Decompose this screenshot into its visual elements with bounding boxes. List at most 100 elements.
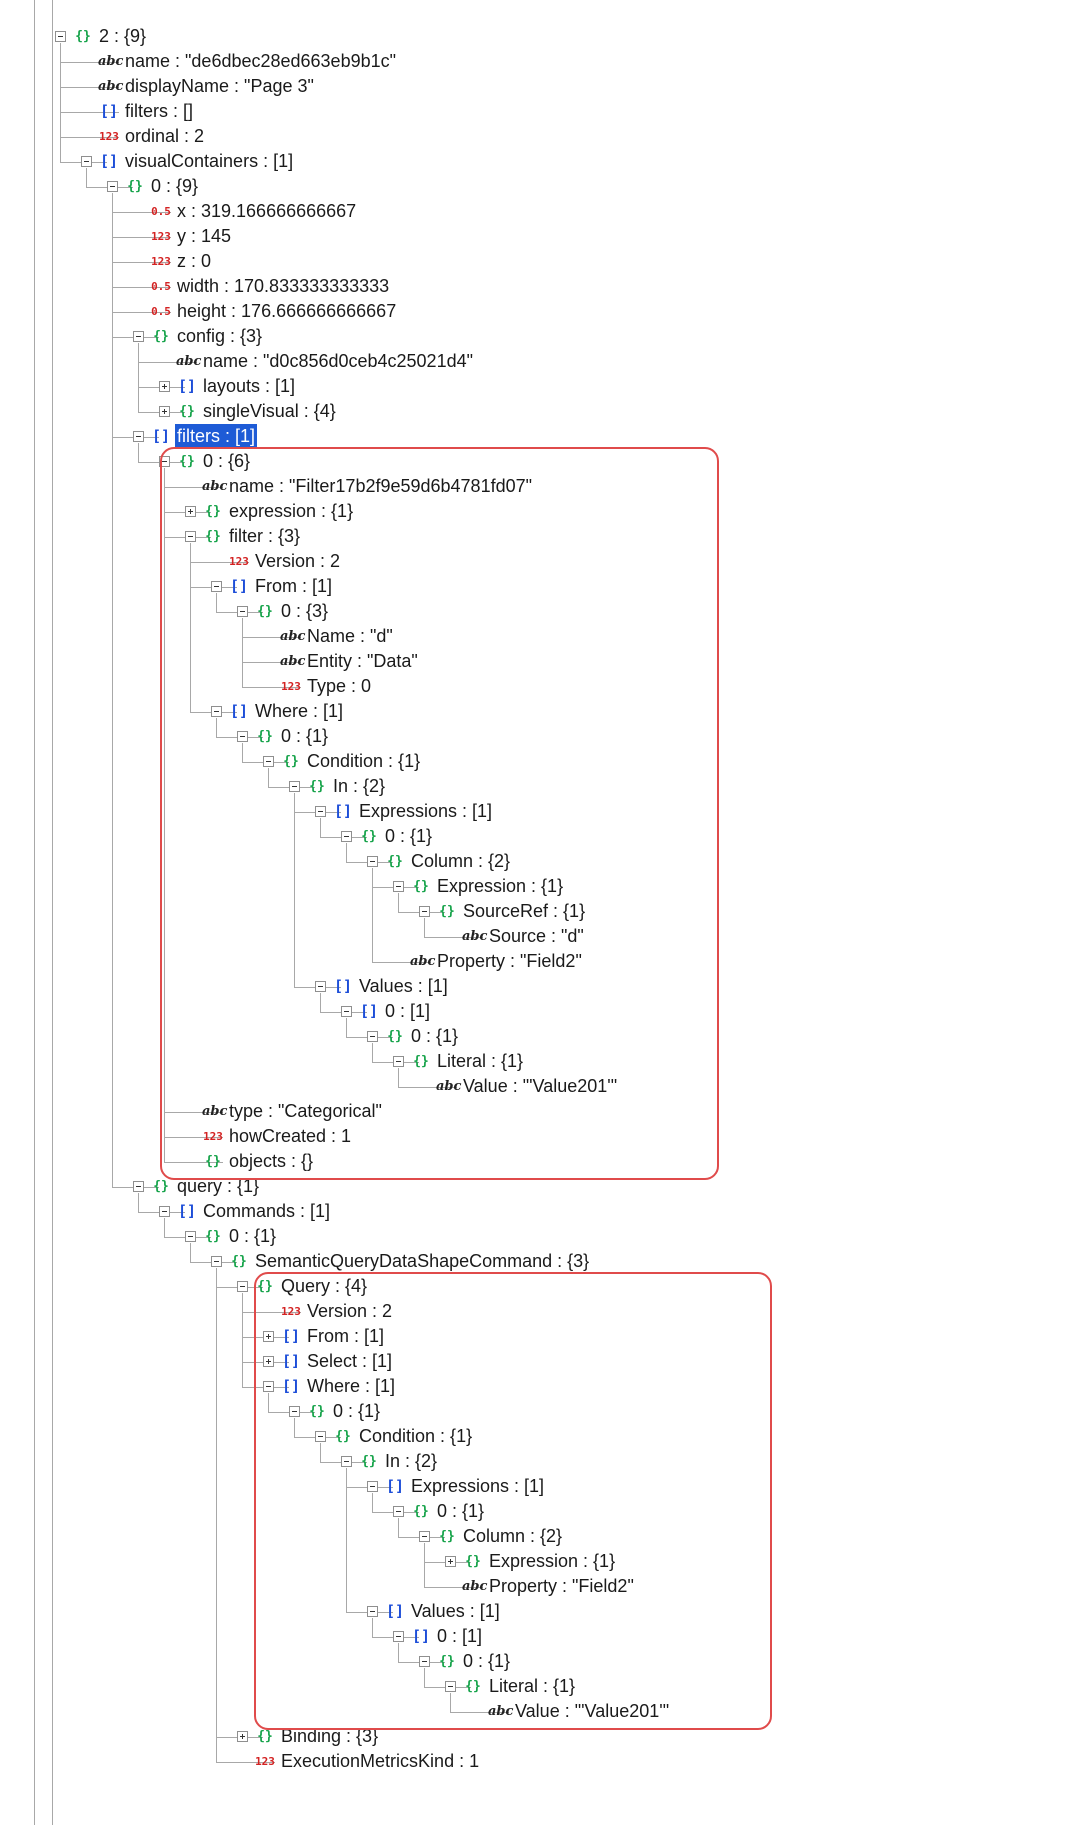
tree-node[interactable]: {}objects : {} [0, 1149, 1060, 1174]
collapse-toggle-icon[interactable] [159, 1206, 170, 1217]
tree-node[interactable]: {}In : {2} [0, 774, 1060, 799]
tree-node[interactable]: {}Column : {2} [0, 849, 1060, 874]
expand-toggle-icon[interactable] [237, 1731, 248, 1742]
tree-node[interactable]: {}2 : {9} [0, 24, 1060, 49]
tree-node[interactable]: []Expressions : [1] [0, 1474, 1060, 1499]
expand-toggle-icon[interactable] [445, 1556, 456, 1567]
tree-node[interactable]: {}SourceRef : {1} [0, 899, 1060, 924]
collapse-toggle-icon[interactable] [211, 581, 222, 592]
tree-node[interactable]: []From : [1] [0, 1324, 1060, 1349]
tree-node[interactable]: {}config : {3} [0, 324, 1060, 349]
collapse-toggle-icon[interactable] [393, 1506, 404, 1517]
tree-node[interactable]: {}0 : {1} [0, 1224, 1060, 1249]
collapse-toggle-icon[interactable] [341, 1006, 352, 1017]
tree-node[interactable]: {}singleVisual : {4} [0, 399, 1060, 424]
collapse-toggle-icon[interactable] [133, 431, 144, 442]
tree-node[interactable]: {}0 : {1} [0, 1399, 1060, 1424]
tree-node[interactable]: {}Binding : {3} [0, 1724, 1060, 1749]
tree-node[interactable]: []Where : [1] [0, 1374, 1060, 1399]
collapse-toggle-icon[interactable] [341, 1456, 352, 1467]
tree-node[interactable]: {}0 : {1} [0, 724, 1060, 749]
tree-node[interactable]: {}0 : {6} [0, 449, 1060, 474]
tree-node[interactable]: {}0 : {1} [0, 1649, 1060, 1674]
collapse-toggle-icon[interactable] [55, 31, 66, 42]
tree-node[interactable]: []0 : [1] [0, 1624, 1060, 1649]
collapse-toggle-icon[interactable] [289, 781, 300, 792]
tree-node[interactable]: {}0 : {1} [0, 1024, 1060, 1049]
tree-node[interactable]: {}Literal : {1} [0, 1049, 1060, 1074]
collapse-toggle-icon[interactable] [419, 1531, 430, 1542]
tree-node[interactable]: []Values : [1] [0, 1599, 1060, 1624]
collapse-toggle-icon[interactable] [133, 331, 144, 342]
collapse-toggle-icon[interactable] [315, 981, 326, 992]
collapse-toggle-icon[interactable] [81, 156, 92, 167]
tree-node[interactable]: {}SemanticQueryDataShapeCommand : {3} [0, 1249, 1060, 1274]
tree-node[interactable]: {}In : {2} [0, 1449, 1060, 1474]
tree-node[interactable]: {}filter : {3} [0, 524, 1060, 549]
collapse-toggle-icon[interactable] [393, 881, 404, 892]
tree-node[interactable]: {}0 : {3} [0, 599, 1060, 624]
collapse-toggle-icon[interactable] [393, 1056, 404, 1067]
tree-node[interactable]: {}Condition : {1} [0, 1424, 1060, 1449]
tree-node[interactable]: []filters : [1] [0, 424, 1060, 449]
collapse-toggle-icon[interactable] [133, 1181, 144, 1192]
tree-node[interactable]: {}Literal : {1} [0, 1674, 1060, 1699]
tree-node[interactable]: {}Expression : {1} [0, 874, 1060, 899]
collapse-toggle-icon[interactable] [185, 1231, 196, 1242]
tree-node[interactable]: []Select : [1] [0, 1349, 1060, 1374]
collapse-toggle-icon[interactable] [367, 1481, 378, 1492]
tree-node[interactable]: []visualContainers : [1] [0, 149, 1060, 174]
tree-node[interactable]: {}Condition : {1} [0, 749, 1060, 774]
expand-toggle-icon[interactable] [263, 1356, 274, 1367]
expand-toggle-icon[interactable] [185, 506, 196, 517]
tree-node[interactable]: []0 : [1] [0, 999, 1060, 1024]
collapse-toggle-icon[interactable] [237, 1281, 248, 1292]
collapse-toggle-icon[interactable] [315, 1431, 326, 1442]
expand-toggle-icon[interactable] [159, 381, 170, 392]
tree-node[interactable]: []Expressions : [1] [0, 799, 1060, 824]
tree-node[interactable]: {}Column : {2} [0, 1524, 1060, 1549]
collapse-toggle-icon[interactable] [211, 706, 222, 717]
tree-node[interactable]: {}Expression : {1} [0, 1549, 1060, 1574]
collapse-toggle-icon[interactable] [107, 181, 118, 192]
expand-toggle-icon[interactable] [263, 1331, 274, 1342]
collapse-toggle-icon[interactable] [367, 1031, 378, 1042]
tree-node[interactable]: {}0 : {1} [0, 1499, 1060, 1524]
tree-node[interactable]: {}0 : {9} [0, 174, 1060, 199]
collapse-toggle-icon[interactable] [185, 531, 196, 542]
tree-node[interactable]: {}expression : {1} [0, 499, 1060, 524]
collapse-toggle-icon[interactable] [419, 1656, 430, 1667]
collapse-toggle-icon[interactable] [367, 856, 378, 867]
tree-node[interactable]: []Commands : [1] [0, 1199, 1060, 1224]
expand-toggle-icon[interactable] [159, 406, 170, 417]
collapse-toggle-icon[interactable] [315, 806, 326, 817]
tree-node[interactable]: {}Query : {4} [0, 1274, 1060, 1299]
collapse-toggle-icon[interactable] [263, 756, 274, 767]
collapse-toggle-icon[interactable] [445, 1681, 456, 1692]
tree-node[interactable]: []From : [1] [0, 574, 1060, 599]
tree-node[interactable]: []Values : [1] [0, 974, 1060, 999]
collapse-toggle-icon[interactable] [289, 1406, 300, 1417]
collapse-toggle-icon[interactable] [419, 906, 430, 917]
tree-node[interactable]: []layouts : [1] [0, 374, 1060, 399]
collapse-toggle-icon[interactable] [237, 731, 248, 742]
collapse-toggle-icon[interactable] [263, 1381, 274, 1392]
